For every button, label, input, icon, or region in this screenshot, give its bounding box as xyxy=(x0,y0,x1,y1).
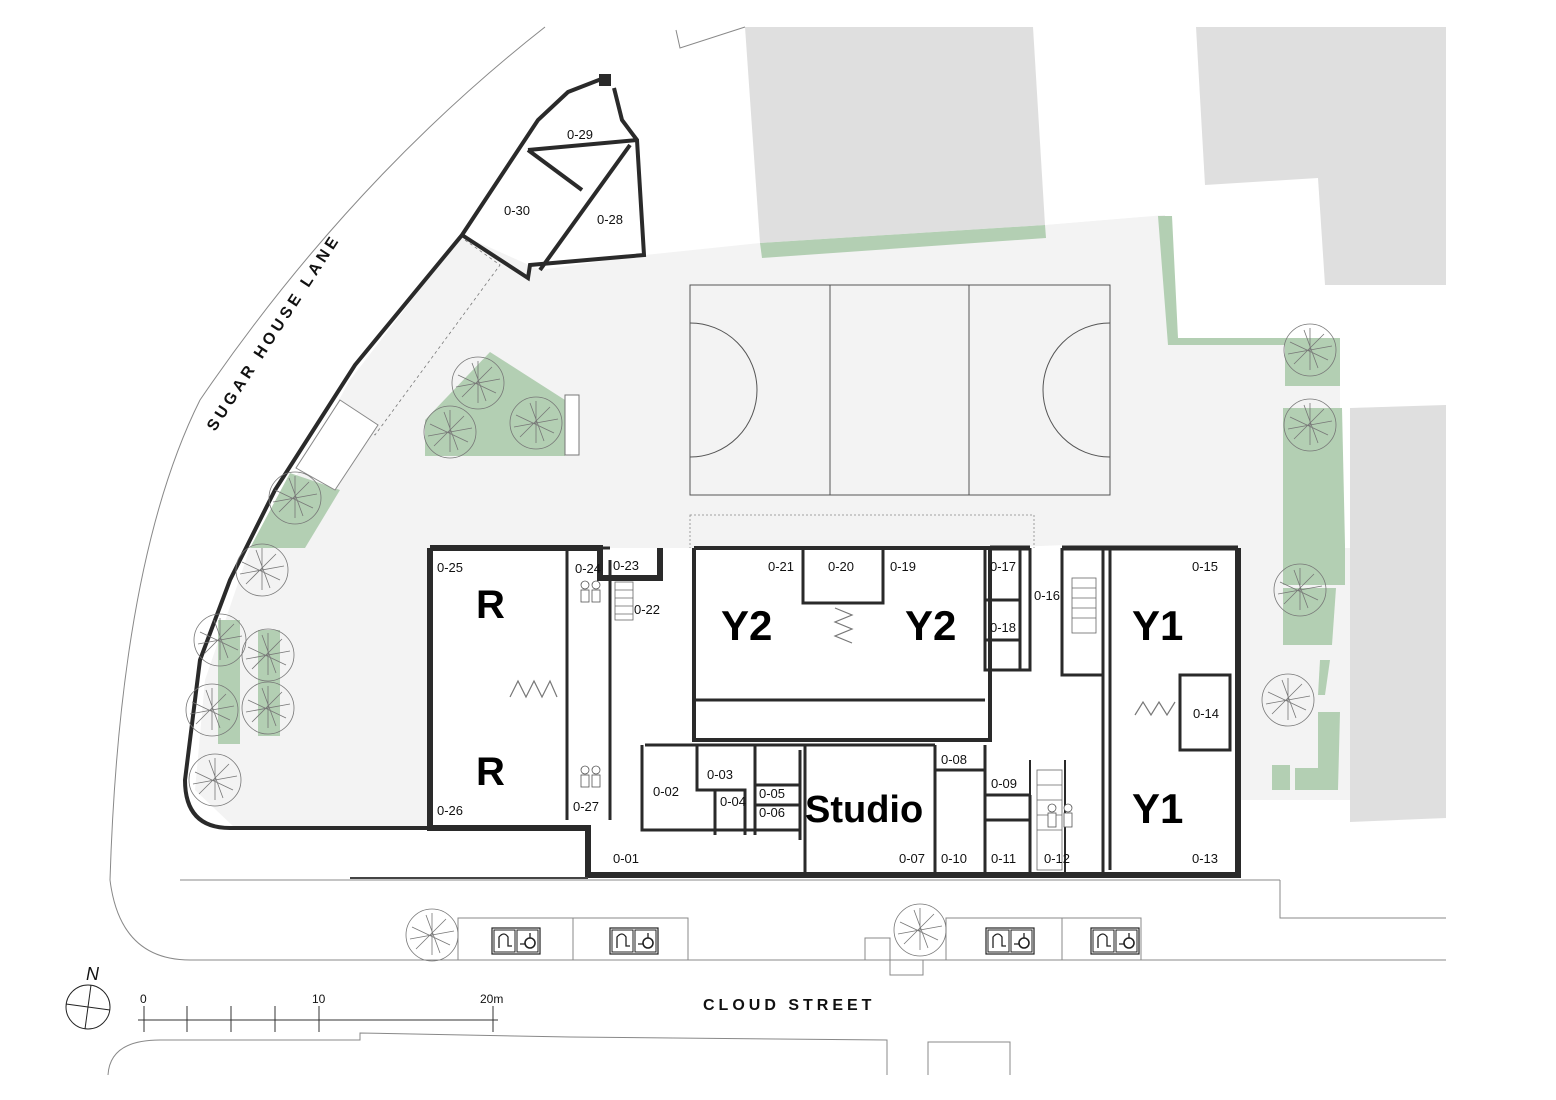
class-r-top: R xyxy=(476,583,505,627)
class-y1-bottom: Y1 xyxy=(1132,785,1183,832)
folding-partition-icon xyxy=(509,607,1176,717)
main-building xyxy=(350,545,1241,879)
road-edges xyxy=(107,26,1446,1076)
class-r-bottom: R xyxy=(476,750,505,794)
room-0-08: 0-08 xyxy=(941,752,967,767)
room-0-22: 0-22 xyxy=(634,602,660,617)
room-0-29: 0-29 xyxy=(567,127,593,142)
room-0-19: 0-19 xyxy=(890,559,916,574)
room-0-16: 0-16 xyxy=(1034,588,1060,603)
stair-icon xyxy=(614,577,1097,871)
room-0-07: 0-07 xyxy=(899,851,925,866)
scale-bar: 0 10 20m xyxy=(138,992,503,1032)
landscape-planting xyxy=(218,216,1345,790)
room-0-23: 0-23 xyxy=(613,558,639,573)
parking-disabled-icon xyxy=(491,927,541,955)
parking-disabled-icon xyxy=(985,927,1035,955)
boundary-wall xyxy=(182,74,647,830)
room-0-03: 0-03 xyxy=(707,767,733,782)
street-label-cloud-street: CLOUD STREET xyxy=(703,997,875,1014)
netball-court xyxy=(689,284,1111,551)
parking-disabled-icon xyxy=(1090,927,1140,955)
room-0-06: 0-06 xyxy=(759,805,785,820)
room-0-25: 0-25 xyxy=(437,560,463,575)
room-0-21: 0-21 xyxy=(768,559,794,574)
room-0-24: 0-24 xyxy=(575,561,601,576)
room-0-17: 0-17 xyxy=(990,559,1016,574)
room-0-04: 0-04 xyxy=(720,794,746,809)
parking-disabled-icon xyxy=(609,927,659,955)
room-0-13: 0-13 xyxy=(1192,851,1218,866)
class-y1-top: Y1 xyxy=(1132,602,1183,649)
room-0-30: 0-30 xyxy=(504,203,530,218)
class-y2-left: Y2 xyxy=(721,602,772,649)
room-0-27: 0-27 xyxy=(573,799,599,814)
street-label-sugar-house-lane: SUGAR HOUSE LANE xyxy=(204,231,344,434)
classroom-labels: R R Y2 Y2 Y1 Y1 Studio xyxy=(476,583,1183,832)
room-labels: 0-01 0-02 0-03 0-04 0-05 0-06 0-07 0-08 … xyxy=(437,127,1219,866)
north-arrow-icon: N xyxy=(65,964,111,1030)
scale-label-20m: 20m xyxy=(480,992,503,1006)
room-0-10: 0-10 xyxy=(941,851,967,866)
room-0-28: 0-28 xyxy=(597,212,623,227)
room-0-11: 0-11 xyxy=(991,851,1016,866)
class-studio: Studio xyxy=(805,789,923,831)
room-0-05: 0-05 xyxy=(759,786,785,801)
room-0-12: 0-12 xyxy=(1044,851,1070,866)
neighbour-buildings xyxy=(745,27,1446,822)
room-0-20: 0-20 xyxy=(828,559,854,574)
north-label: N xyxy=(86,964,100,984)
scale-label-0: 0 xyxy=(140,992,147,1006)
room-0-18: 0-18 xyxy=(990,620,1016,635)
toilet-icon xyxy=(580,580,1073,828)
room-0-01: 0-01 xyxy=(613,851,639,866)
scale-label-10: 10 xyxy=(312,992,326,1006)
room-0-15: 0-15 xyxy=(1192,559,1218,574)
room-0-02: 0-02 xyxy=(653,784,679,799)
room-0-26: 0-26 xyxy=(437,803,463,818)
class-y2-right: Y2 xyxy=(905,602,956,649)
room-0-14: 0-14 xyxy=(1193,706,1219,721)
parking-bays xyxy=(491,927,1140,955)
room-0-09: 0-09 xyxy=(991,776,1017,791)
